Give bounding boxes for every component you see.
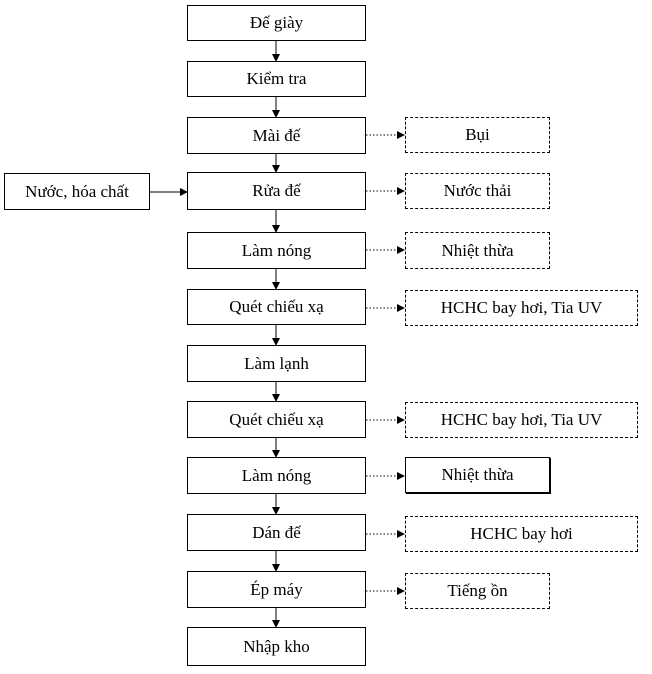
- output-tieng-on: Tiếng ồn: [405, 573, 550, 609]
- step-rua-de: Rửa đế: [187, 172, 366, 210]
- output-hchc-uv-2: HCHC bay hơi, Tia UV: [405, 402, 638, 438]
- output-hchc: HCHC bay hơi: [405, 516, 638, 552]
- step-quet-chieu-xa-1: Quét chiếu xạ: [187, 289, 366, 325]
- step-lam-nong-2: Làm nóng: [187, 457, 366, 494]
- output-hchc-uv-1: HCHC bay hơi, Tia UV: [405, 290, 638, 326]
- output-nuoc-thai: Nước thải: [405, 173, 550, 209]
- output-nhiet-thua-1: Nhiệt thừa: [405, 232, 550, 269]
- step-nhap-kho: Nhập kho: [187, 627, 366, 666]
- input-nuoc-hoa-chat: Nước, hóa chất: [4, 173, 150, 210]
- step-kiem-tra: Kiểm tra: [187, 61, 366, 97]
- step-de-giay: Đế giày: [187, 5, 366, 41]
- step-mai-de: Mài đế: [187, 117, 366, 154]
- step-dan-de: Dán đế: [187, 514, 366, 551]
- step-quet-chieu-xa-2: Quét chiếu xạ: [187, 401, 366, 438]
- output-bui: Bụi: [405, 117, 550, 153]
- step-lam-lanh: Làm lạnh: [187, 345, 366, 382]
- step-lam-nong-1: Làm nóng: [187, 232, 366, 269]
- output-nhiet-thua-2: Nhiệt thừa: [405, 457, 550, 493]
- step-ep-may: Ép máy: [187, 571, 366, 608]
